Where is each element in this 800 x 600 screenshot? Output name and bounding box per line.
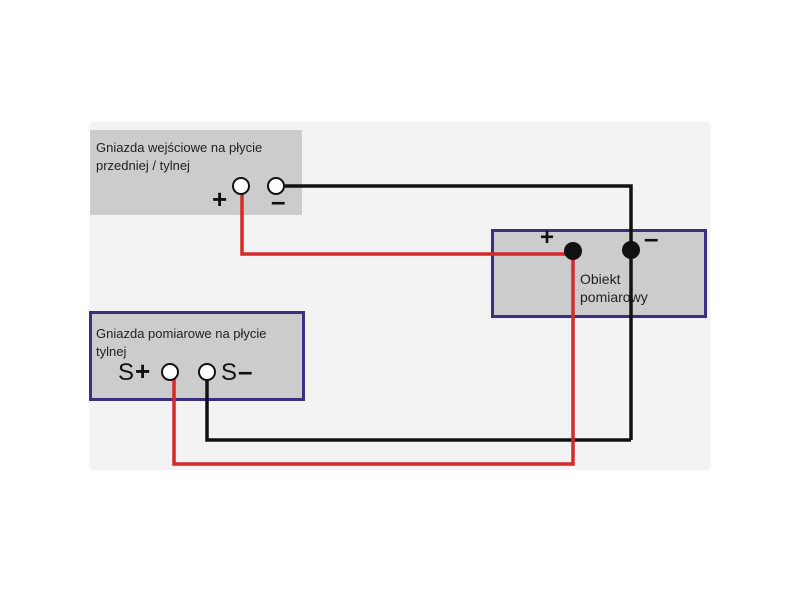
object-minus-terminal: [622, 241, 640, 259]
sense-plus-terminal: [161, 363, 179, 381]
sense-minus-letter: S: [221, 359, 238, 386]
input-panel-title: Gniazda wejściowe na płycie przedniej / …: [96, 139, 262, 175]
sense-plus-letter: S: [118, 359, 135, 386]
object-plus-terminal: [564, 242, 582, 260]
sense-panel-title-line2: tylnej: [96, 344, 127, 359]
input-panel-title-line1: Gniazda wejściowe na płycie: [96, 140, 263, 155]
positive-sense-wire: [172, 254, 575, 466]
input-sockets-panel: Gniazda wejściowe na płycie przedniej / …: [90, 130, 302, 215]
measured-object-box: Obiekt pomiarowy: [491, 229, 707, 318]
negative-sense-wire: [205, 372, 631, 442]
input-minus-terminal: [267, 177, 285, 195]
sense-minus-terminal: [198, 363, 216, 381]
sense-plus-symbol: +: [135, 356, 151, 386]
negative-force-wire: [285, 184, 633, 440]
input-panel-title-line2: przedniej / tylnej: [96, 158, 190, 173]
sense-panel-title-line1: Gniazda pomiarowe na płycie: [96, 326, 267, 341]
object-plus-symbol: +: [540, 224, 555, 251]
positive-force-wire: [240, 192, 573, 256]
sense-sockets-panel: Gniazda pomiarowe na płycie tylnej: [89, 311, 305, 401]
object-label-line1: Obiekt: [580, 271, 621, 287]
input-plus-symbol: +: [212, 184, 228, 214]
input-plus-terminal: [232, 177, 250, 195]
sense-panel-title: Gniazda pomiarowe na płycie tylnej: [96, 325, 267, 361]
sense-minus-symbol: –: [238, 356, 253, 386]
object-minus-symbol: –: [644, 223, 659, 253]
